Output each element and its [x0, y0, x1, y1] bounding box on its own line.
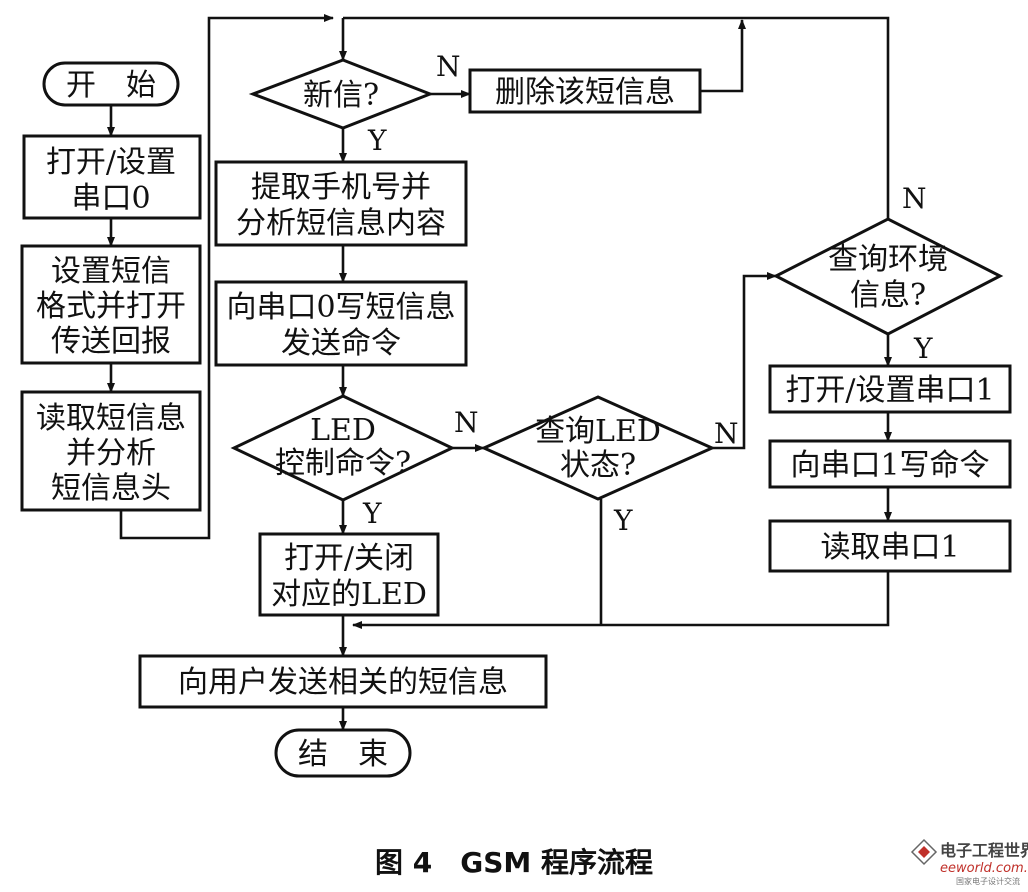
node-end-label: 结 束	[298, 737, 388, 772]
edge-query-env-loop	[343, 16, 890, 219]
node-open-port0: 打开/设置 串口0	[22, 134, 202, 220]
node-query-led-line1: 查询LED	[535, 414, 661, 449]
watermark-name: 电子工程世界	[940, 841, 1028, 860]
edge-read-port1-merge	[352, 571, 890, 629]
node-query-led-line2: 状态?	[560, 448, 636, 483]
watermark-url: eeworld.com.cn	[940, 861, 1028, 876]
node-new-msg: 新信?	[248, 58, 435, 130]
label-query-led-yes: Y	[613, 504, 633, 537]
label-query-env-yes: Y	[913, 332, 933, 365]
node-read-header-line2: 并分析	[66, 436, 156, 471]
node-led-cmd-line1: LED	[310, 413, 376, 448]
node-read-header-line1: 读取短信息	[36, 401, 186, 436]
node-delete-msg-label: 删除该短信息	[495, 75, 675, 110]
node-led-cmd: LED 控制命令?	[230, 394, 456, 502]
node-set-format-line3: 传送回报	[51, 324, 171, 359]
label-query-led-no: N	[714, 417, 739, 450]
node-toggle-led-line2: 对应的LED	[271, 577, 427, 612]
node-query-env-line2: 信息?	[850, 278, 926, 313]
node-led-cmd-line2: 控制命令?	[275, 446, 411, 481]
node-open-port0-line2: 串口0	[71, 181, 150, 216]
label-new-msg-yes: Y	[367, 124, 387, 157]
node-write-port0-line1: 向串口0写短信息	[226, 290, 455, 325]
node-toggle-led-line1: 打开/关闭	[284, 541, 414, 576]
watermark-logo-icon	[910, 838, 938, 866]
node-end: 结 束	[274, 728, 412, 778]
node-set-format-line2: 格式并打开	[36, 289, 186, 324]
node-start: 开 始	[42, 61, 180, 107]
node-read-port1: 读取串口1	[768, 519, 1012, 573]
node-open-port1-label: 打开/设置串口1	[785, 373, 994, 408]
watermark-slogan: 国家电子设计交流	[956, 876, 1020, 886]
node-new-msg-label: 新信?	[303, 78, 379, 113]
node-query-env-line1: 查询环境	[828, 242, 948, 277]
node-open-port0-line1: 打开/设置	[46, 145, 176, 180]
node-set-format: 设置短信 格式并打开 传送回报	[20, 244, 202, 365]
node-read-header: 读取短信息 并分析 短信息头	[20, 390, 202, 512]
node-write-port0: 向串口0写短信息 发送命令	[214, 280, 468, 367]
node-send-reply: 向用户发送相关的短信息	[138, 654, 548, 709]
node-read-port1-label: 读取串口1	[820, 530, 959, 565]
node-start-label: 开 始	[66, 68, 156, 103]
node-write-port1-label: 向串口1写命令	[790, 448, 989, 483]
edge-read-header-to-top	[119, 14, 334, 540]
label-new-msg-no: N	[436, 50, 461, 83]
edges	[107, 14, 892, 731]
node-query-led: 查询LED 状态?	[480, 395, 716, 501]
node-set-format-line1: 设置短信	[51, 254, 171, 289]
edge-delete-loop	[700, 19, 746, 93]
node-open-port1: 打开/设置串口1	[768, 364, 1012, 414]
label-led-cmd-no: N	[454, 406, 479, 439]
node-write-port1: 向串口1写命令	[768, 439, 1012, 489]
watermark: 电子工程世界 eeworld.com.cn 国家电子设计交流	[910, 838, 1028, 886]
edge-labels: N Y N Y N Y N Y	[362, 50, 933, 537]
label-led-cmd-yes: Y	[362, 497, 382, 530]
node-write-port0-line2: 发送命令	[281, 326, 401, 361]
node-send-reply-label: 向用户发送相关的短信息	[178, 665, 508, 700]
node-delete-msg: 删除该短信息	[468, 68, 702, 114]
edge-query-led-query-env	[712, 272, 777, 450]
figure-caption: 图 4 GSM 程序流程	[375, 846, 653, 879]
label-query-env-no: N	[902, 182, 927, 215]
node-toggle-led: 打开/关闭 对应的LED	[258, 532, 440, 617]
node-extract-line1: 提取手机号并	[251, 170, 431, 205]
node-read-header-line3: 短信息头	[51, 471, 171, 506]
node-query-env: 查询环境 信息?	[772, 217, 1004, 336]
node-extract: 提取手机号并 分析短信息内容	[214, 160, 468, 247]
node-extract-line2: 分析短信息内容	[236, 206, 446, 241]
